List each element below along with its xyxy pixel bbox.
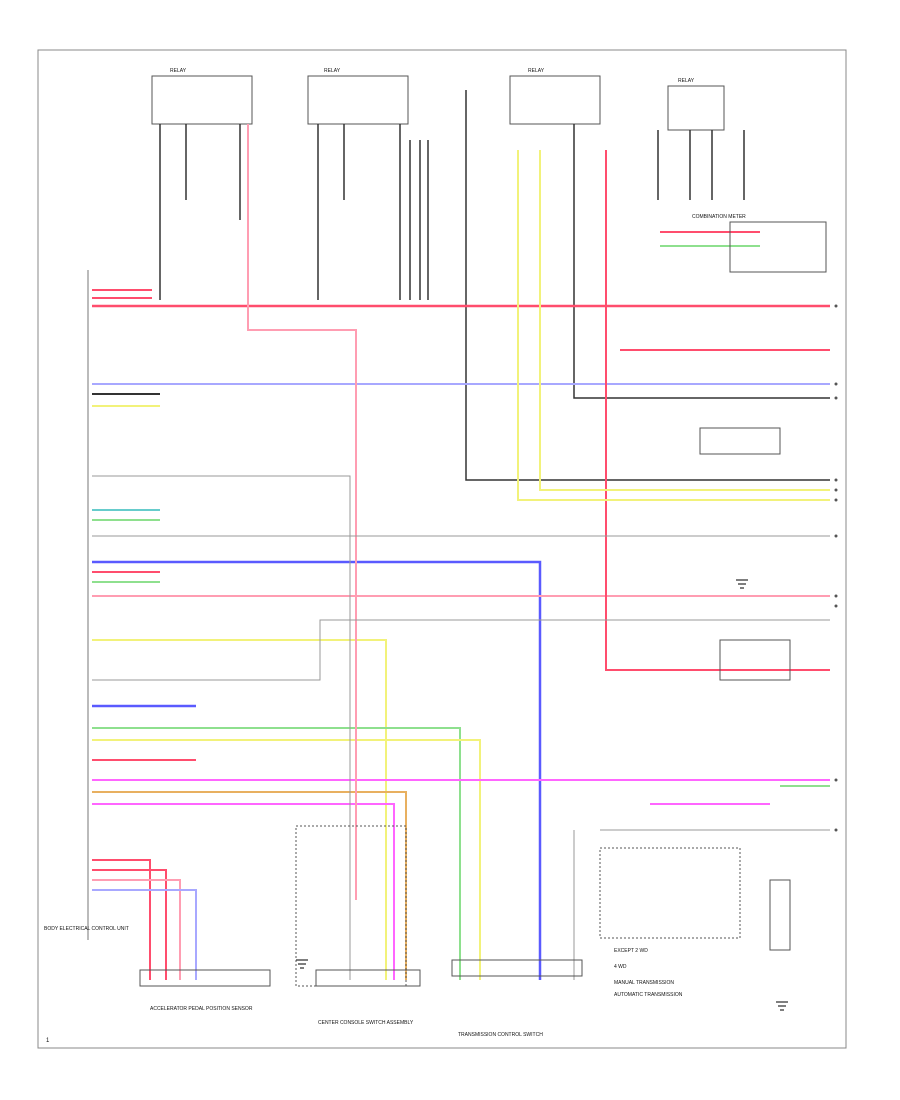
diagram-frame — [37, 49, 847, 1049]
red-vertical-1 — [247, 124, 357, 900]
relay-label-4: RELAY — [678, 78, 695, 84]
legend-item-1: EXCEPT 2 WD — [614, 948, 648, 954]
yellow-vertical-2 — [539, 150, 830, 491]
legend-item-3: MANUAL TRANSMISSION — [614, 980, 674, 986]
orange-wire-1 — [92, 791, 407, 980]
gray-wires — [92, 475, 830, 980]
relay-box-1 — [151, 75, 253, 125]
right-component-box-2 — [699, 427, 781, 455]
yellow-vertical-1 — [517, 150, 830, 501]
red-vertical-2 — [605, 150, 830, 671]
bottom-component-box-4 — [295, 825, 407, 987]
colored-wires — [92, 124, 830, 980]
legend-item-2: 4 WD — [614, 964, 627, 970]
legend-item-4: AUTOMATIC TRANSMISSION — [614, 992, 683, 998]
relay-label-1: RELAY — [170, 68, 187, 74]
top-relays — [151, 75, 725, 131]
blue-wire-4 — [92, 889, 197, 980]
red-wire-9 — [92, 879, 181, 980]
bottom-component-box-3 — [451, 959, 583, 977]
right-component-box-5 — [769, 879, 791, 951]
right-component-label: COMBINATION METER — [692, 214, 746, 220]
top-drop-wires — [159, 90, 830, 481]
legend: EXCEPT 2 WD 4 WD MANUAL TRANSMISSION AUT… — [614, 948, 683, 998]
relay-label-2: RELAY — [324, 68, 341, 74]
relay-box-2 — [307, 75, 409, 125]
relay-box-3 — [509, 75, 601, 125]
bottom-right-label: TRANSMISSION CONTROL SWITCH — [458, 1032, 543, 1038]
left-connector-label: BODY ELECTRICAL CONTROL UNIT — [44, 926, 129, 932]
yellow-wire-3 — [92, 739, 481, 980]
bottom-middle-label: CENTER CONSOLE SWITCH ASSEMBLY — [318, 1020, 414, 1026]
yellow-wire-2 — [92, 639, 387, 980]
bottom-component-box-2 — [315, 969, 421, 987]
ground-symbols — [296, 579, 788, 1011]
red-wire-7 — [92, 859, 151, 980]
page-number: 1 — [46, 1038, 50, 1044]
bottom-component-box-1 — [139, 969, 271, 987]
red-wire-8 — [92, 869, 167, 980]
bottom-components — [139, 825, 583, 987]
bottom-left-label: ACCELERATOR PEDAL POSITION SENSOR — [150, 1006, 253, 1012]
right-component-box-4 — [599, 847, 741, 939]
relay-labels: RELAY RELAY RELAY RELAY — [170, 68, 695, 84]
right-component-box-3 — [719, 639, 791, 681]
right-component-box-1 — [729, 221, 827, 273]
magenta-wire-2 — [92, 803, 395, 980]
green-wire-3 — [92, 727, 461, 980]
relay-label-3: RELAY — [528, 68, 545, 74]
right-edge-connectors — [834, 304, 838, 832]
blue-wire-2 — [92, 560, 542, 980]
relay-box-4 — [667, 85, 725, 131]
right-components — [599, 221, 827, 951]
